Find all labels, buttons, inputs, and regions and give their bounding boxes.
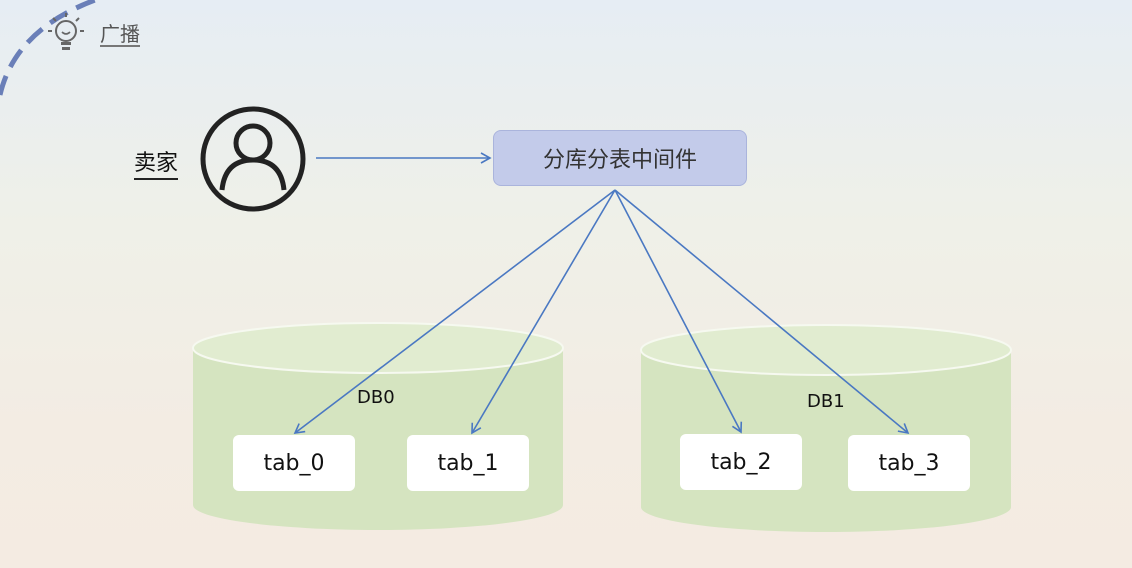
lightbulb-icon (48, 13, 84, 50)
table-label: tab_2 (710, 449, 772, 475)
db0-label: DB0 (357, 387, 395, 408)
db0-cylinder (192, 322, 564, 530)
page-title: 广播 (100, 22, 140, 46)
table-box-tab2: tab_2 (680, 434, 802, 490)
user-icon (200, 106, 306, 212)
middleware-box: 分库分表中间件 (493, 130, 747, 186)
table-label: tab_1 (437, 450, 499, 476)
table-label: tab_3 (878, 450, 940, 476)
seller-label: 卖家 (134, 150, 179, 180)
table-box-tab1: tab_1 (407, 435, 529, 491)
db1-label: DB1 (807, 391, 845, 412)
middleware-label: 分库分表中间件 (542, 148, 697, 173)
table-box-tab3: tab_3 (848, 435, 970, 491)
table-box-tab0: tab_0 (233, 435, 355, 491)
db1-cylinder (640, 324, 1012, 532)
decorative-dashed-arc (0, 0, 96, 96)
table-label: tab_0 (263, 450, 325, 476)
